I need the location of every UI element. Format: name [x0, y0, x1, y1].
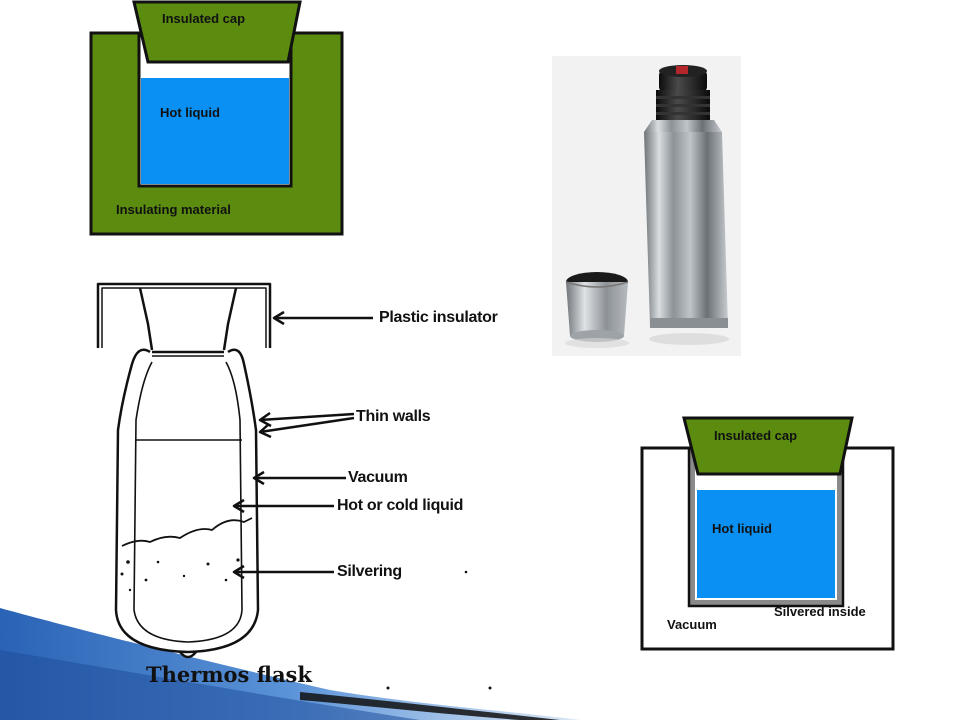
- thermos-photo: [552, 56, 741, 356]
- plastic-insulator-label: Plastic insulator: [379, 309, 498, 326]
- silvered-inside-label: Silvered inside: [774, 604, 866, 619]
- hot-liquid-label: Hot liquid: [160, 105, 220, 120]
- thermos-photo-graphic: [565, 65, 729, 348]
- insulated-cap-label: Insulated cap: [162, 11, 246, 26]
- insulated-cap-label-2: Insulated cap: [714, 428, 798, 443]
- silvering-label: Silvering: [337, 563, 402, 580]
- vacuum-flask-diagram: Insulated cap Hot liquid Silvered inside…: [640, 416, 896, 652]
- vacuum-label-2: Vacuum: [667, 617, 717, 632]
- thermos-flask-caption: Thermos flask: [146, 662, 312, 687]
- hot-liquid-label-2: Hot liquid: [712, 521, 772, 536]
- vacuum-flask-graphic: [640, 416, 895, 651]
- liquid-label: Hot or cold liquid: [337, 497, 464, 514]
- thermos-flask-drawing: Plastic insulator Thin walls Vacuum Hot …: [88, 280, 528, 694]
- insulating-material-label: Insulating material: [116, 202, 231, 217]
- vacuum-label: Vacuum: [348, 469, 408, 486]
- thermos-flask-sketch: [96, 282, 492, 690]
- insulated-container-graphic: [89, 0, 344, 236]
- thin-walls-label: Thin walls: [356, 408, 431, 425]
- insulated-container-diagram: Insulated cap Hot liquid Insulating mate…: [89, 0, 344, 238]
